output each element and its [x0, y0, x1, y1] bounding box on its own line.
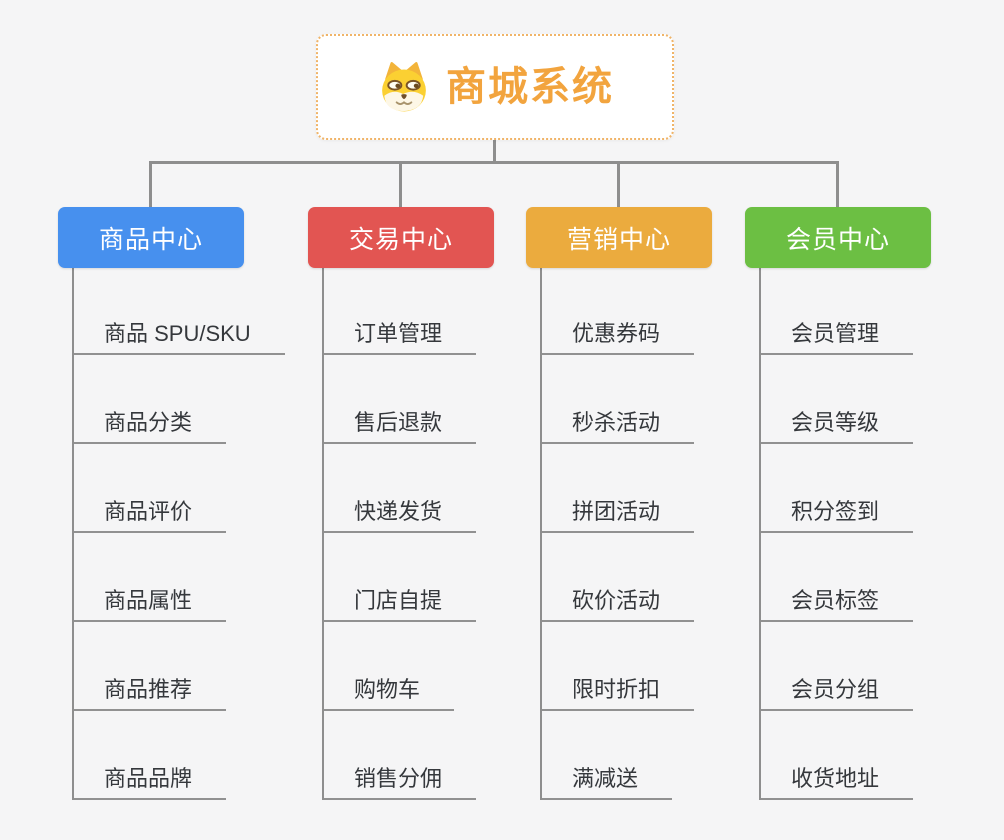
branch-node-product-center[interactable]: 商品中心: [58, 207, 244, 268]
connector-branch-stub-2: [399, 161, 402, 208]
leaf-node-shipping-address[interactable]: 收货地址: [761, 766, 914, 800]
leaf-node-sales-commission[interactable]: 销售分佣: [324, 766, 477, 800]
leaf-node-product-review[interactable]: 商品评价: [74, 499, 227, 533]
branch-children-marketing-center: 优惠券码 秒杀活动 拼团活动 砍价活动 限时折扣 满减送: [540, 268, 792, 800]
leaf-node-order-management[interactable]: 订单管理: [324, 321, 477, 355]
root-node-title: 商城系统: [446, 65, 614, 109]
leaf-node-store-pickup[interactable]: 门店自提: [324, 588, 477, 622]
branch-label: 交易中心: [348, 225, 453, 254]
leaf-node-product-category[interactable]: 商品分类: [74, 410, 227, 444]
branch-node-trade-center[interactable]: 交易中心: [308, 207, 494, 268]
leaf-node-full-reduction[interactable]: 满减送: [542, 766, 673, 800]
leaf-node-product-spu-sku[interactable]: 商品 SPU/SKU: [74, 321, 285, 355]
leaf-node-bargain-activity[interactable]: 砍价活动: [542, 588, 695, 622]
leaf-node-product-brand[interactable]: 商品品牌: [74, 766, 227, 800]
leaf-node-express-delivery[interactable]: 快递发货: [324, 499, 477, 533]
branch-label: 商品中心: [98, 225, 203, 254]
leaf-node-shopping-cart[interactable]: 购物车: [324, 677, 455, 711]
leaf-node-limited-time-discount[interactable]: 限时折扣: [542, 677, 695, 711]
leaf-node-member-management[interactable]: 会员管理: [761, 321, 914, 355]
branch-children-product-center: 商品 SPU/SKU 商品分类 商品评价 商品属性 商品推荐 商品品牌: [72, 268, 324, 800]
branch-label: 营销中心: [566, 225, 671, 254]
leaf-node-coupon-code[interactable]: 优惠券码: [542, 321, 695, 355]
branch-children-member-center: 会员管理 会员等级 积分签到 会员标签 会员分组 收货地址: [759, 268, 1004, 800]
branch-node-member-center[interactable]: 会员中心: [745, 207, 931, 268]
leaf-node-product-recommend[interactable]: 商品推荐: [74, 677, 227, 711]
branch-node-marketing-center[interactable]: 营销中心: [526, 207, 712, 268]
leaf-node-member-tags[interactable]: 会员标签: [761, 588, 914, 622]
shiba-dog-icon: [382, 62, 426, 112]
leaf-node-points-checkin[interactable]: 积分签到: [761, 499, 914, 533]
leaf-node-group-buy[interactable]: 拼团活动: [542, 499, 695, 533]
connector-branch-stub-1: [149, 161, 152, 208]
leaf-node-member-level[interactable]: 会员等级: [761, 410, 914, 444]
connector-horizontal-bar: [149, 161, 839, 164]
connector-branch-stub-3: [617, 161, 620, 208]
connector-branch-stub-4: [836, 161, 839, 208]
leaf-node-flash-sale[interactable]: 秒杀活动: [542, 410, 695, 444]
connector-root-stub: [493, 140, 496, 162]
branch-label: 会员中心: [785, 225, 890, 254]
leaf-node-member-groups[interactable]: 会员分组: [761, 677, 914, 711]
branch-children-trade-center: 订单管理 售后退款 快递发货 门店自提 购物车 销售分佣: [322, 268, 574, 800]
root-node[interactable]: 商城系统: [316, 34, 674, 140]
leaf-node-product-attribute[interactable]: 商品属性: [74, 588, 227, 622]
leaf-node-aftersale-refund[interactable]: 售后退款: [324, 410, 477, 444]
